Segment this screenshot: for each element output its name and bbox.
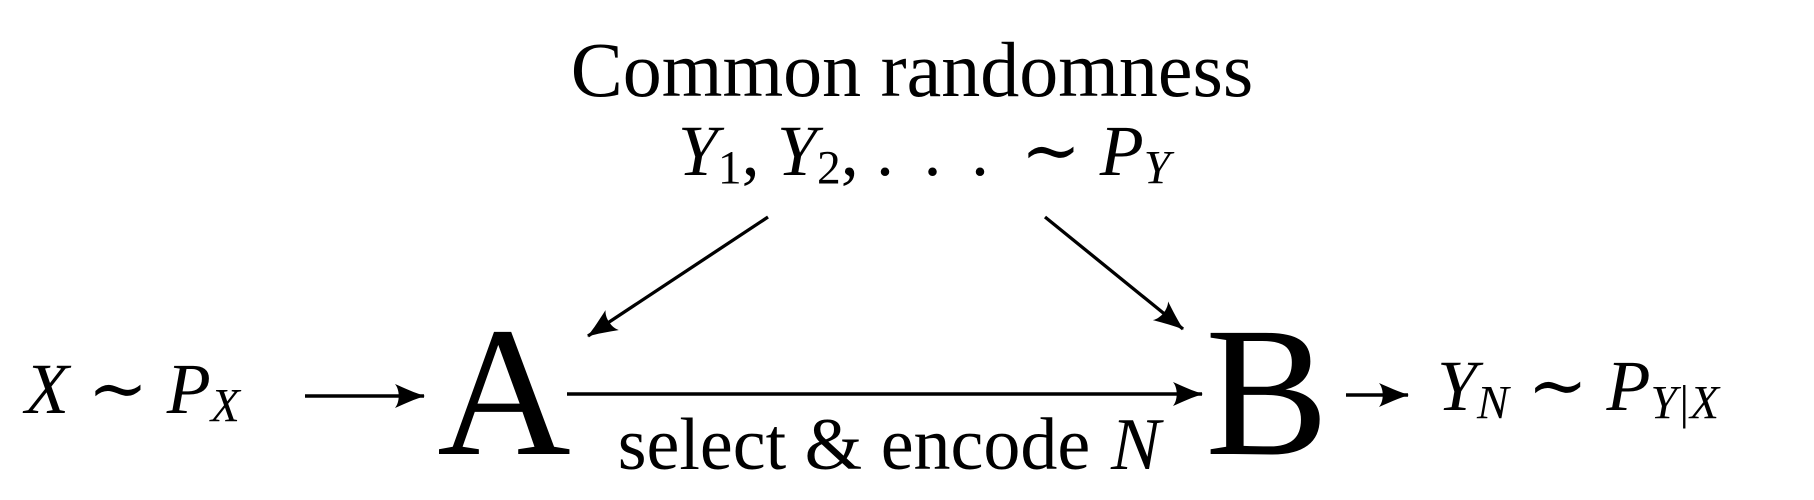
randomness-to-b-arrow: [1043, 215, 1185, 331]
yn-symbol: Y: [1437, 346, 1478, 426]
channel-label-text: select & encode: [617, 404, 1091, 486]
encoder-node-a: A: [437, 290, 571, 495]
comma: ,: [741, 111, 760, 191]
py-symbol: P: [1099, 111, 1144, 191]
common-randomness-formula: Y1,Y2,. . .∼PY: [678, 115, 1170, 193]
distributed-as-symbol: ∼: [1020, 111, 1082, 191]
distributed-as-symbol: ∼: [1527, 346, 1588, 426]
output-formula: YN∼PY|X: [1437, 350, 1719, 428]
y2-symbol: Y: [776, 111, 817, 191]
px-symbol: P: [166, 349, 211, 429]
pyx-subscript: Y|X: [1650, 377, 1720, 430]
yn-subscript: N: [1477, 377, 1509, 430]
ellipsis: . . .: [875, 111, 995, 191]
randomness-to-a-arrow: [587, 215, 769, 338]
comma: ,: [840, 111, 859, 191]
source-formula: X∼PX: [25, 353, 240, 431]
channel-label-variable: N: [1110, 404, 1161, 486]
y2-subscript: 2: [816, 142, 841, 195]
pyx-symbol: P: [1606, 346, 1651, 426]
common-randomness-title: Common randomness: [570, 26, 1254, 113]
y1-subscript: 1: [717, 142, 742, 195]
decoder-node-b: B: [1205, 290, 1329, 495]
x-symbol: X: [25, 349, 69, 429]
px-subscript: X: [210, 380, 240, 433]
y1-symbol: Y: [677, 111, 718, 191]
py-subscript: Y: [1143, 142, 1171, 195]
distributed-as-symbol: ∼: [87, 349, 149, 429]
